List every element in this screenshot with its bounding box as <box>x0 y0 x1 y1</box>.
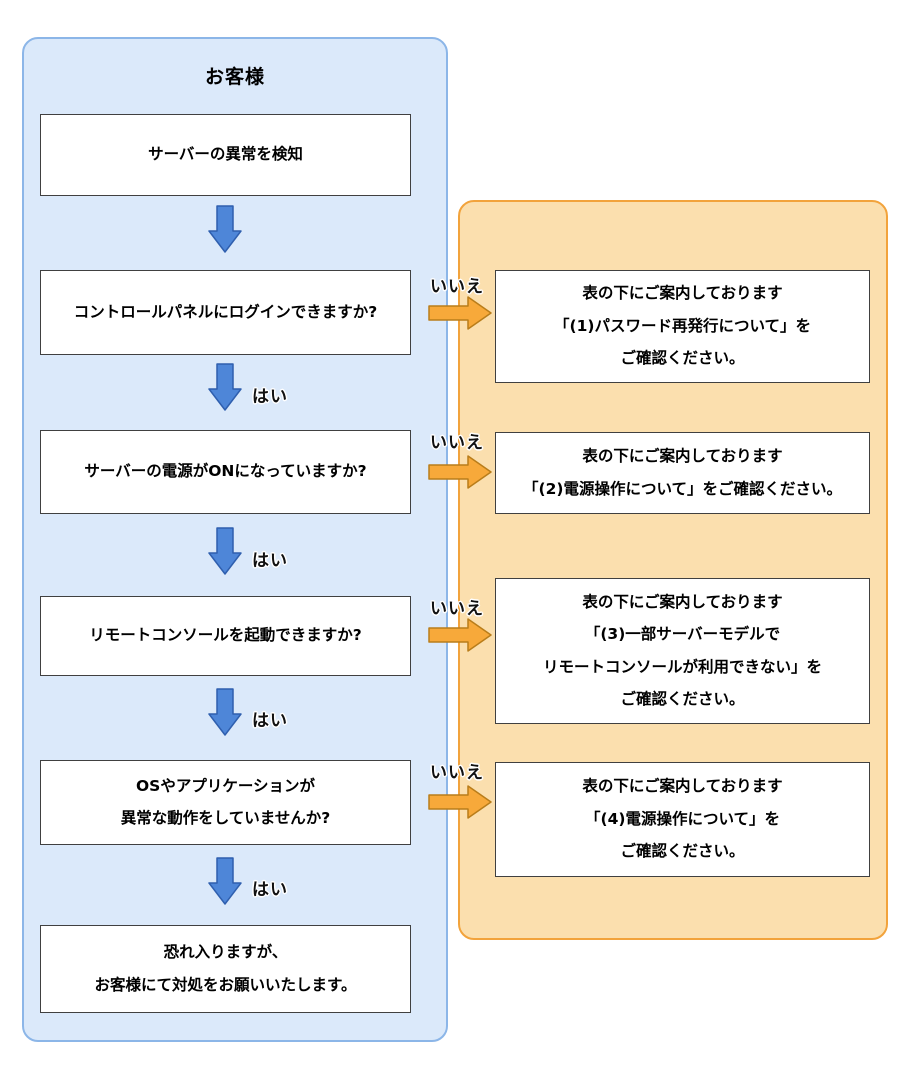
yes-label: はい <box>252 880 288 900</box>
guide-text: 表の下にご案内しております <box>582 777 783 796</box>
arrow-down-icon <box>208 205 242 253</box>
step-text: 恐れ入りますが、 <box>163 943 288 962</box>
no-label: いいえ <box>430 599 484 619</box>
step-text: コントロールパネルにログインできますか? <box>73 302 378 321</box>
customer-lane-title: お客様 <box>204 66 265 88</box>
guide-text: 「(1)パスワード再発行について」を <box>554 316 811 335</box>
step-detect-box: サーバーの異常を検知 <box>40 114 411 196</box>
step-os-question-box: OSやアプリケーションが 異常な動作をしていませんか? <box>40 760 411 845</box>
guide-text: 表の下にご案内しております <box>582 284 783 303</box>
arrow-right-icon <box>428 618 492 652</box>
yes-label: はい <box>252 551 288 571</box>
step-text: 異常な動作をしていませんか? <box>120 809 331 827</box>
arrow-down-icon <box>208 857 242 905</box>
guide-text: 「(3)一部サーバーモデルで <box>584 625 781 644</box>
no-label: いいえ <box>430 277 484 297</box>
no-label: いいえ <box>430 763 484 783</box>
guide-console-unavailable-box: 表の下にご案内しております 「(3)一部サーバーモデルで リモートコンソールが利… <box>495 578 870 724</box>
guide-text: ご確認ください。 <box>620 689 745 708</box>
no-label: いいえ <box>430 433 484 453</box>
arrow-right-icon <box>428 455 492 489</box>
step-login-question-box: コントロールパネルにログインできますか? <box>40 270 411 355</box>
step-text: お客様にて対処をお願いいたします。 <box>94 975 357 994</box>
arrow-right-icon <box>428 785 492 819</box>
guide-text: 表の下にご案内しております <box>582 447 783 466</box>
step-console-question-box: リモートコンソールを起動できますか? <box>40 596 411 676</box>
guide-text: 表の下にご案内しております <box>582 592 783 611</box>
guide-text: 「(2)電源操作について」をご確認ください。 <box>523 479 842 498</box>
guide-text: リモートコンソールが利用できない」を <box>542 657 822 676</box>
yes-label: はい <box>252 711 288 731</box>
guide-password-reissue-box: 表の下にご案内しております 「(1)パスワード再発行について」を ご確認ください… <box>495 270 870 383</box>
arrow-down-icon <box>208 363 242 411</box>
guide-power-operation2-box: 表の下にご案内しております 「(4)電源操作について」を ご確認ください。 <box>495 762 870 877</box>
customer-lane <box>22 37 448 1042</box>
step-text: サーバーの異常を検知 <box>148 145 303 164</box>
yes-label: はい <box>252 387 288 407</box>
step-text: リモートコンソールを起動できますか? <box>89 626 362 645</box>
arrow-down-icon <box>208 688 242 736</box>
guide-text: 「(4)電源操作について」を <box>585 809 780 828</box>
arrow-right-icon <box>428 296 492 330</box>
step-final-box: 恐れ入りますが、 お客様にて対処をお願いいたします。 <box>40 925 411 1013</box>
step-power-question-box: サーバーの電源がONになっていますか? <box>40 430 411 514</box>
guide-power-operation-box: 表の下にご案内しております 「(2)電源操作について」をご確認ください。 <box>495 432 870 514</box>
step-text: サーバーの電源がONになっていますか? <box>84 462 367 481</box>
step-text: OSやアプリケーションが <box>135 776 316 795</box>
guide-text: ご確認ください。 <box>620 349 745 368</box>
arrow-down-icon <box>208 527 242 575</box>
guide-text: ご確認ください。 <box>620 842 745 861</box>
